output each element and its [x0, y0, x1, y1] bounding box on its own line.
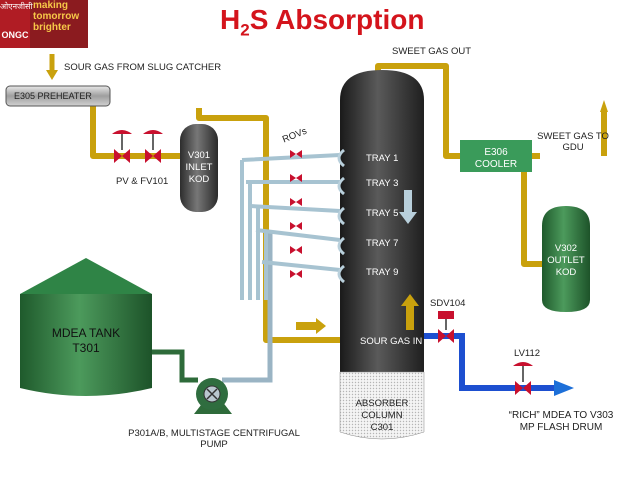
cooler-e306	[460, 140, 532, 172]
vessel-v301	[180, 124, 218, 212]
logo-slogan: making tomorrow brighter	[30, 0, 88, 48]
page-title: H2S Absorption	[220, 4, 425, 40]
label-sour-gas-from: SOUR GAS FROM SLUG CATCHER	[64, 62, 222, 73]
preheater-e305	[5, 85, 111, 107]
label-tray-3: TRAY 3	[366, 178, 399, 189]
label-sour-gas-in: SOUR GAS IN	[360, 336, 423, 347]
logo-org: ONGC	[1, 30, 29, 40]
label-lv112: LV112	[514, 348, 541, 359]
label-preheater: E305 PREHEATER	[14, 91, 92, 101]
mdea-tank-t301	[20, 258, 152, 396]
logo-mark	[0, 0, 30, 48]
label-pv-fv101: PV & FV101	[116, 176, 169, 187]
pump-p301	[194, 378, 232, 414]
vessel-v302	[542, 206, 590, 312]
label-sdv104: SDV104	[430, 298, 466, 309]
slogan-line-2: tomorrow	[33, 11, 80, 22]
absorber-column	[339, 70, 425, 440]
label-sweet-gas-out: SWEET GAS OUT	[392, 46, 472, 57]
arrow-up-icon	[600, 100, 608, 112]
logo-hindi: ओएनजीसी	[0, 2, 33, 11]
flow-up-arrow	[406, 304, 414, 330]
label-tray-7: TRAY 7	[366, 238, 399, 249]
label-tray-9: TRAY 9	[366, 267, 399, 278]
flow-down-arrow	[404, 190, 412, 214]
arrow-right-icon	[554, 380, 574, 396]
arrow-up-icon	[401, 294, 419, 306]
rich-amine-pipe	[416, 333, 560, 391]
slogan-line-3: brighter	[33, 22, 71, 33]
slogan-line-1: making	[33, 0, 69, 11]
label-tray-1: TRAY 1	[366, 153, 399, 164]
arrow-right-icon	[296, 318, 326, 334]
arrow-down-icon	[46, 70, 58, 80]
tray-distributors	[337, 148, 345, 284]
arrow-down-icon	[399, 212, 417, 224]
mdea-suction-pipe	[150, 349, 198, 383]
lean-amine-headers	[240, 153, 341, 300]
ongc-logo: making tomorrow brighter ओएनजीसी ONGC	[0, 0, 90, 48]
label-tray-5: TRAY 5	[366, 208, 399, 219]
valves	[112, 130, 533, 395]
lean-amine-pipe	[222, 230, 273, 383]
